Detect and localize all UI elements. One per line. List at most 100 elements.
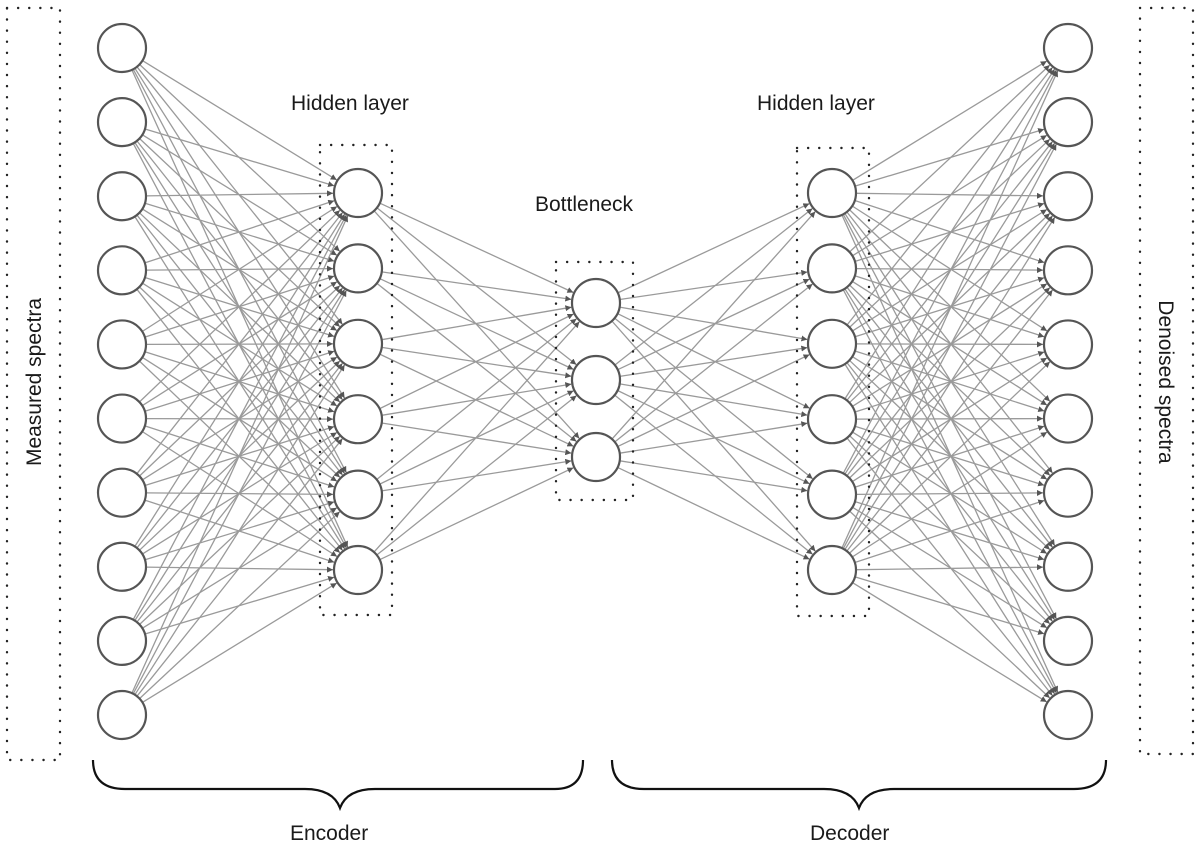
edge-decoder-hidden-3-to-output-5 [855,415,1044,422]
edge-input-9-to-encoder-hidden-0 [131,215,349,694]
edge-bottleneck-2-to-decoder-hidden-0 [611,211,816,440]
edge-decoder-hidden-0-to-output-3 [854,199,1045,264]
edge-decoder-hidden-1-to-output-5 [851,280,1048,406]
edge-decoder-hidden-1-to-output-2 [854,202,1045,263]
edge-decoder-hidden-2-to-output-3 [854,276,1045,338]
edge-input-9-to-encoder-hidden-1 [132,290,347,695]
neuron-output-6 [1042,393,1094,444]
edge-bottleneck-1-to-decoder-hidden-5 [614,394,813,555]
encoder-hidden-box [318,143,394,617]
edge-encoder-hidden-5-to-bottleneck-2 [379,467,574,561]
edge-input-9-to-encoder-hidden-4 [139,511,341,700]
neuron-output-8 [1042,541,1094,592]
neuron-decoder-hidden-2 [806,243,858,294]
neuron-output-4 [1042,245,1094,296]
neuron-output-10 [1042,689,1094,741]
neuron-input-7 [96,467,148,518]
edge-decoder-hidden-0-to-output-4 [851,205,1048,332]
edge-bottleneck-1-to-decoder-hidden-3 [619,383,808,418]
edge-bottleneck-0-to-decoder-hidden-5 [611,320,816,552]
measured-spectra-label: Measured spectra [23,297,46,467]
edge-decoder-hidden-5-to-output-0 [841,70,1059,549]
connections [131,60,1059,703]
neuron-decoder-hidden-3 [806,318,858,369]
edge-input-9-to-encoder-hidden-2 [134,364,346,696]
neuron-output-7 [1042,467,1094,518]
edge-decoder-hidden-5-to-output-8 [854,576,1045,635]
edge-bottleneck-2-to-decoder-hidden-2 [617,354,810,448]
edge-bottleneck-0-to-decoder-hidden-2 [619,306,808,342]
edge-decoder-hidden-0-to-output-5 [848,209,1051,402]
bottleneck-box [554,260,635,502]
edge-decoder-hidden-2-to-output-7 [848,359,1051,551]
edge-decoder-hidden-5-to-output-2 [844,217,1056,551]
edge-decoder-hidden-2-to-output-6 [851,356,1048,480]
edge-decoder-hidden-4-to-output-8 [852,506,1048,629]
encoder-hidden-layer-label: Hidden layer [291,92,409,115]
edge-bottleneck-1-to-decoder-hidden-2 [619,345,808,378]
neuron-input-6 [96,393,148,444]
decoder-hidden-box [795,146,871,618]
neuron-decoder-hidden-1 [806,167,858,219]
edge-decoder-hidden-0-to-output-6 [846,211,1054,474]
edge-input-7-to-encoder-hidden-0 [134,213,346,547]
edge-decoder-hidden-1-to-output-3 [855,267,1044,274]
edge-bottleneck-2-to-decoder-hidden-4 [619,460,808,493]
edge-bottleneck-2-to-decoder-hidden-5 [617,466,810,560]
edge-input-8-to-encoder-hidden-0 [132,214,347,621]
edge-encoder-hidden-3-to-bottleneck-0 [379,313,574,410]
braces [91,759,1108,812]
edge-bottleneck-1-to-decoder-hidden-0 [614,207,813,366]
edge-decoder-hidden-3-to-output-8 [849,435,1051,625]
edge-decoder-hidden-5-to-output-4 [848,361,1051,554]
edge-decoder-hidden-2-to-output-4 [855,341,1044,348]
edge-decoder-hidden-4-to-output-5 [854,425,1045,488]
edge-input-5-to-encoder-hidden-0 [138,209,341,403]
neuron-input-5 [96,319,148,370]
edge-input-9-to-encoder-hidden-3 [136,438,343,697]
edge-bottleneck-0-to-decoder-hidden-0 [617,203,810,294]
neuron-input-8 [96,541,148,592]
edge-decoder-hidden-3-to-output-0 [844,68,1056,400]
decoder-label: Decoder [810,822,890,845]
edge-encoder-hidden-4-to-bottleneck-0 [376,318,577,481]
neuron-output-2 [1042,97,1094,148]
edge-decoder-hidden-4-to-output-0 [842,69,1057,474]
neuron-input-3 [96,171,148,222]
neuron-encoder-hidden-5 [332,469,384,520]
neuron-encoder-hidden-1 [332,167,384,219]
neuron-encoder-hidden-3 [332,318,384,369]
neurons [96,22,1094,741]
neuron-decoder-hidden-5 [806,469,858,520]
edge-decoder-hidden-2-to-output-0 [846,67,1053,326]
edge-decoder-hidden-5-to-output-6 [854,499,1045,564]
encoder-brace [91,759,585,812]
edge-input-6-to-encoder-hidden-0 [136,212,344,475]
decoder-brace [610,759,1108,812]
edge-decoder-hidden-5-to-output-7 [855,564,1044,571]
edge-encoder-hidden-5-to-bottleneck-0 [373,321,580,553]
edge-input-1-to-encoder-hidden-0 [144,128,335,187]
neuron-output-9 [1042,615,1094,666]
neuron-output-3 [1042,171,1094,222]
edge-decoder-hidden-1-to-output-4 [854,275,1045,338]
edge-encoder-hidden-0-to-bottleneck-0 [379,202,574,294]
edge-bottleneck-2-to-decoder-hidden-3 [619,421,808,454]
neuron-bottleneck-1 [570,277,622,329]
edge-encoder-hidden-5-to-bottleneck-1 [376,395,577,556]
edge-decoder-hidden-1-to-output-6 [848,284,1051,476]
neuron-input-4 [96,245,148,296]
layer-boxes [5,6,1195,762]
neuron-output-1 [1042,22,1094,74]
denoised-spectra-label: Denoised spectra [1154,300,1177,464]
neuron-encoder-hidden-2 [332,243,384,294]
edge-decoder-hidden-0-to-output-2 [855,192,1044,199]
edge-bottleneck-0-to-decoder-hidden-3 [617,313,810,409]
edge-decoder-hidden-0-to-output-0 [852,60,1048,181]
input-spectra-box [5,6,62,762]
edge-decoder-hidden-0-to-output-1 [854,128,1045,187]
neuron-output-5 [1042,319,1094,370]
edge-encoder-hidden-1-to-bottleneck-0 [381,271,572,302]
neuron-encoder-hidden-4 [332,394,384,445]
